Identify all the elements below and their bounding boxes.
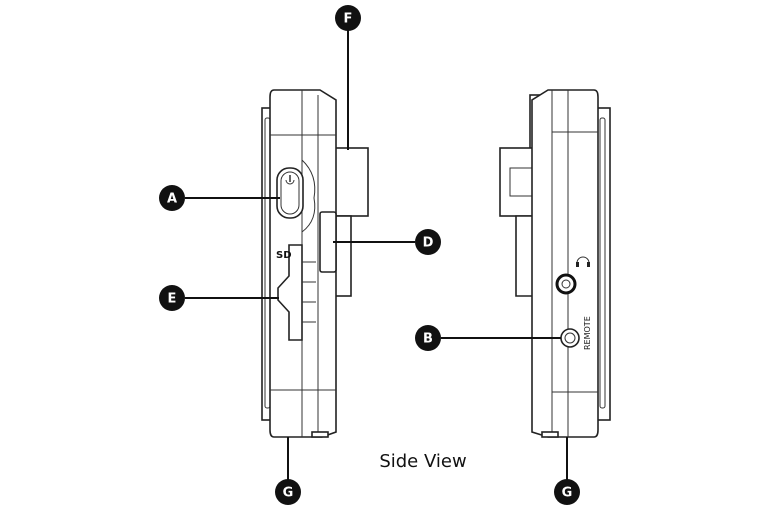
sd-card-slot[interactable] bbox=[277, 244, 303, 341]
callout-d: D bbox=[415, 229, 441, 255]
stand-bottom bbox=[334, 215, 352, 297]
callout-g-left: G bbox=[275, 479, 301, 505]
right-side-device: REMOTE bbox=[499, 89, 611, 438]
headphone-icon bbox=[576, 256, 590, 267]
diagram-title: Side View bbox=[379, 451, 466, 472]
svg-text:A: A bbox=[167, 192, 177, 207]
svg-text:F: F bbox=[344, 12, 353, 27]
left-side-device: SD bbox=[261, 89, 369, 438]
stand-top bbox=[334, 147, 369, 217]
main-body bbox=[531, 89, 599, 438]
svg-text:G: G bbox=[562, 486, 573, 501]
svg-text:G: G bbox=[283, 486, 294, 501]
remote-jack[interactable] bbox=[560, 328, 580, 348]
callout-a: A bbox=[159, 185, 185, 211]
svg-text:D: D bbox=[423, 236, 434, 251]
callout-f: F bbox=[335, 5, 361, 31]
callout-e: E bbox=[159, 285, 185, 311]
callout-g-right: G bbox=[554, 479, 580, 505]
headphone-jack[interactable] bbox=[555, 273, 577, 295]
power-icon bbox=[285, 175, 295, 185]
sd-label: SD bbox=[276, 250, 292, 261]
svg-text:E: E bbox=[168, 292, 177, 307]
remote-label: REMOTE bbox=[583, 316, 592, 350]
power-button[interactable] bbox=[276, 167, 304, 219]
callout-b: B bbox=[415, 325, 441, 351]
svg-text:B: B bbox=[423, 332, 433, 347]
